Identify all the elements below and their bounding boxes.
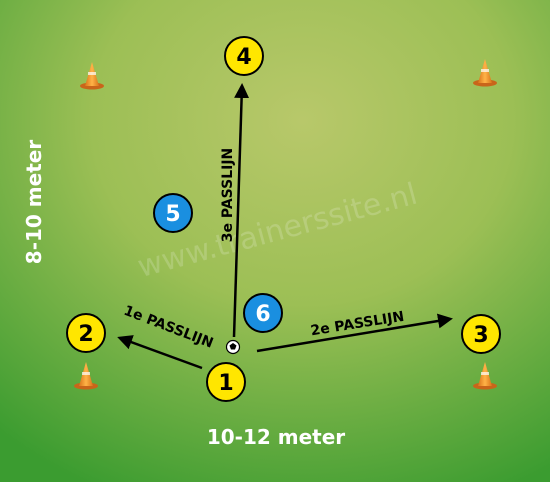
third-pass-arrow [232,83,250,338]
player-6-number: 6 [255,302,270,327]
player-3-number: 3 [473,323,488,348]
ball-icon [225,339,241,355]
cone-top-right [473,59,497,87]
player-2-number: 2 [78,322,93,347]
depth-dimension-label: 8-10 meter [22,140,46,265]
cone-bottom-left [74,362,98,390]
player-4-number: 4 [236,45,251,70]
third-pass-label: 3e PASSLIJN [220,148,236,243]
cone-bottom-right [473,362,497,390]
player-2: 2 [66,313,106,353]
player-5-number: 5 [165,202,180,227]
player-3: 3 [461,314,501,354]
cone-top-left [80,62,104,90]
player-4: 4 [224,36,264,76]
second-pass-arrow [256,313,453,353]
first-pass-arrow [117,335,203,370]
player-1: 1 [206,362,246,402]
player-5: 5 [153,193,193,233]
player-1-number: 1 [218,371,233,396]
width-dimension-label: 10-12 meter [207,425,345,449]
player-6: 6 [243,293,283,333]
